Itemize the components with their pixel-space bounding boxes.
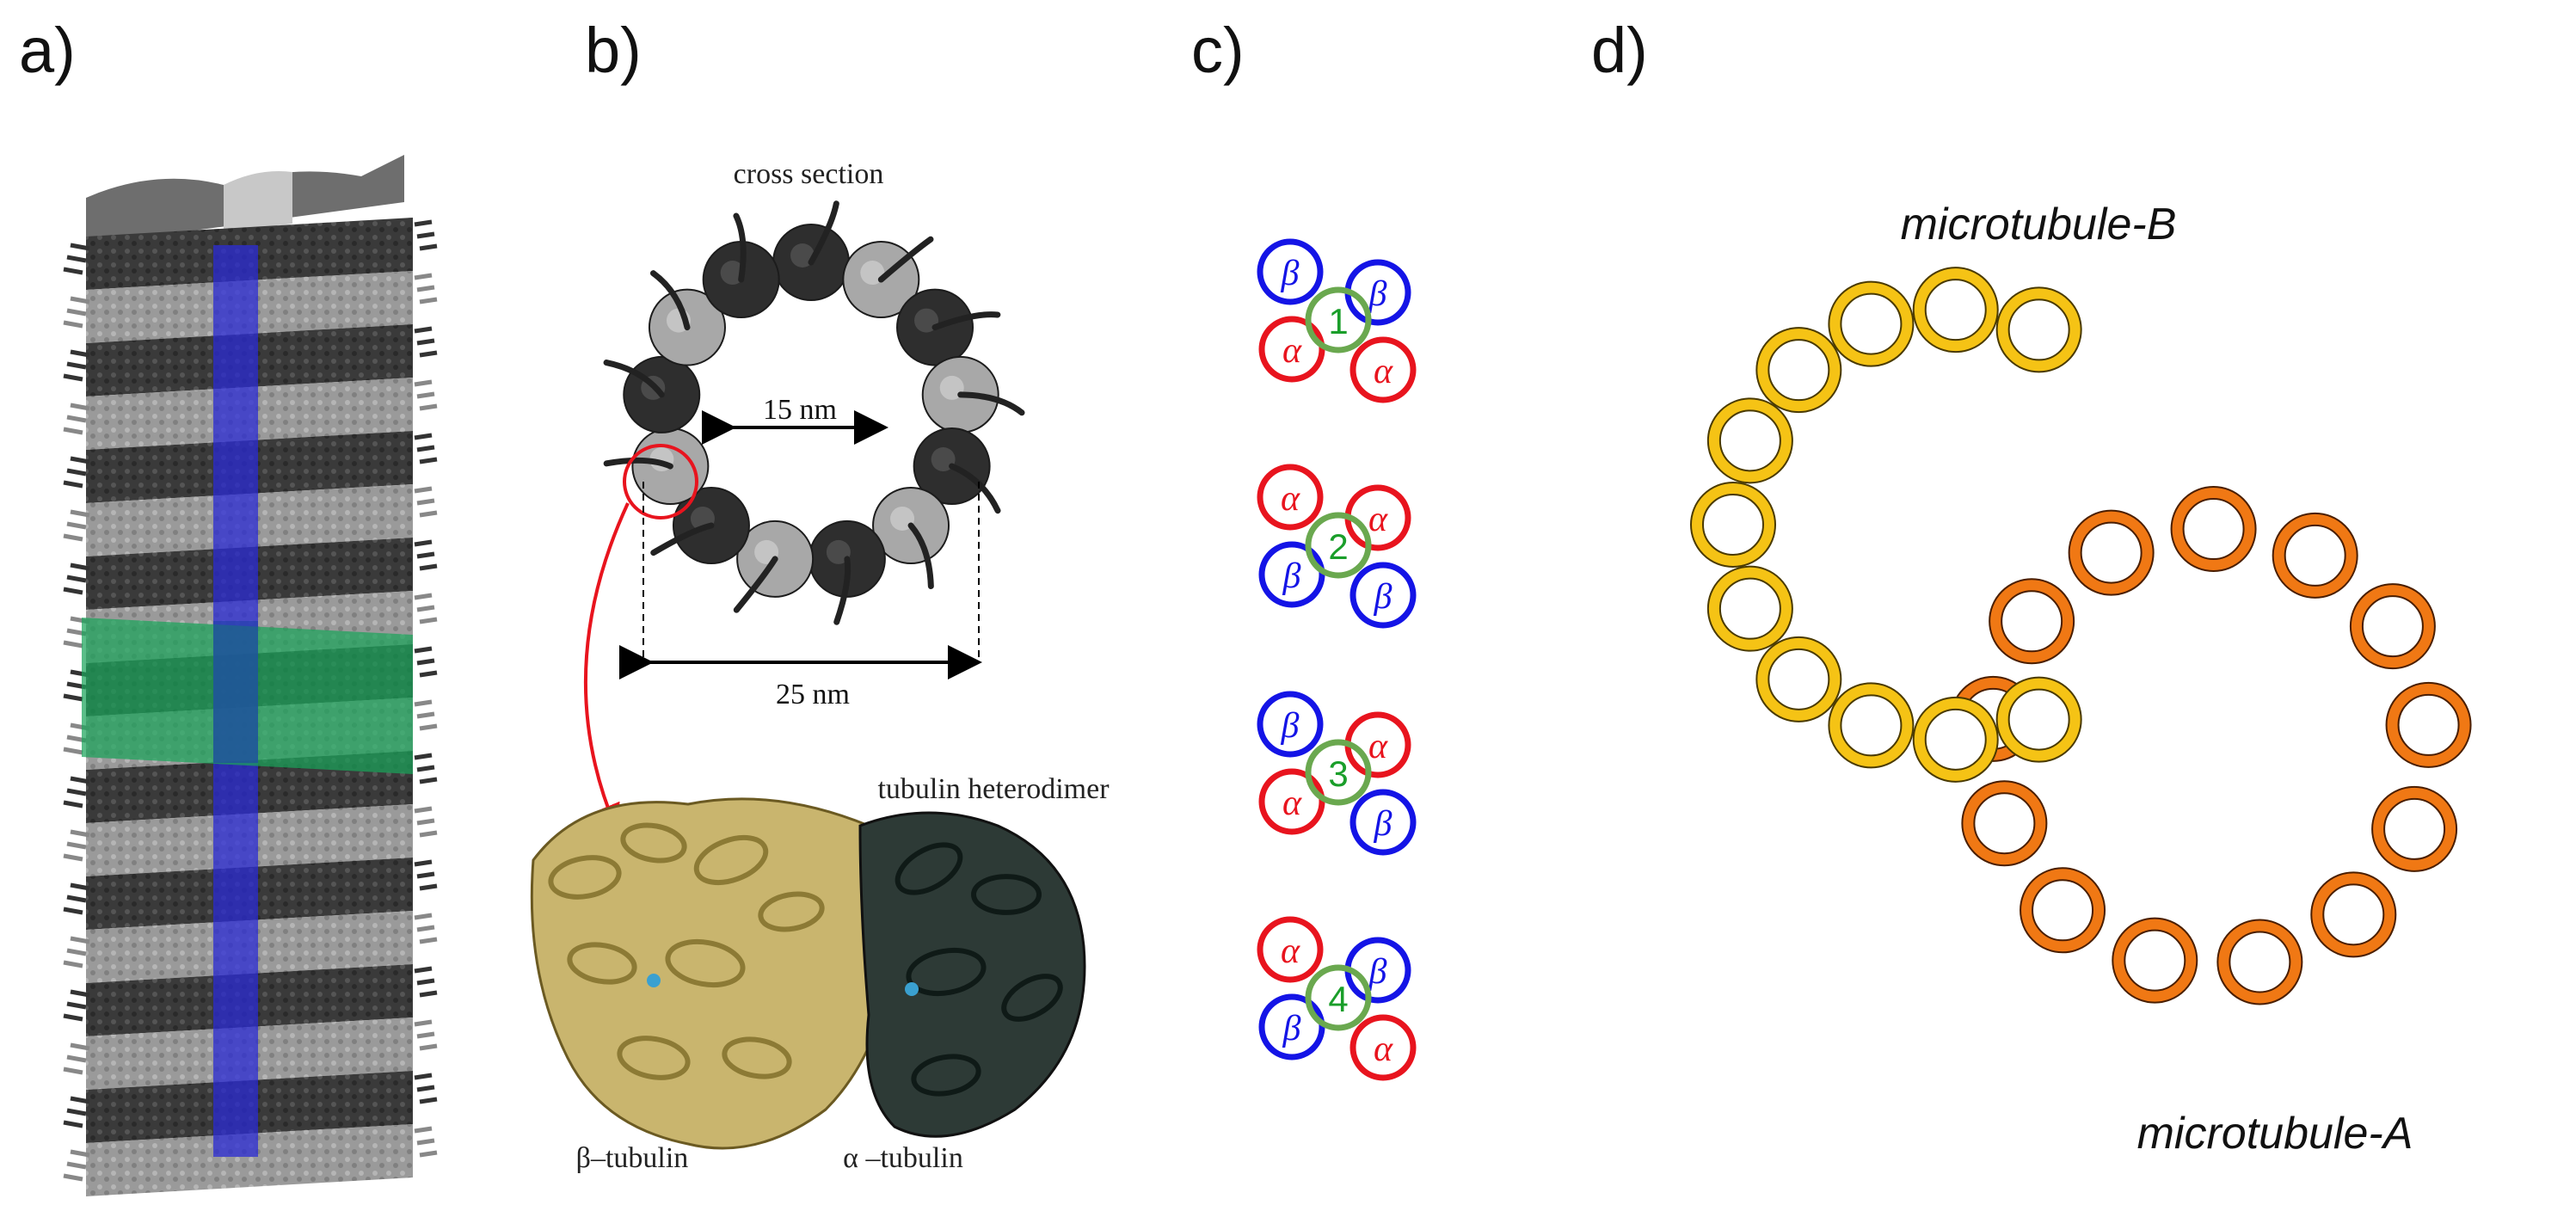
cross-section xyxy=(583,200,1025,833)
inner-diameter-label: 15 nm xyxy=(763,394,837,426)
alpha-monomer xyxy=(1258,316,1325,383)
alpha-symbol: α xyxy=(1281,479,1300,519)
configuration-number: 3 xyxy=(1328,753,1348,794)
beta-monomer xyxy=(1257,238,1324,305)
protofilament-a xyxy=(1989,579,2075,664)
panel-b-label: b) xyxy=(585,15,642,86)
beta-symbol: β xyxy=(1374,804,1393,844)
outer-diameter-label: 25 nm xyxy=(776,679,850,710)
microtubule-a-label: microtubule-A xyxy=(2137,1109,2413,1159)
alpha-tubulin-label: α –tubulin xyxy=(843,1142,963,1174)
tubulin-heterodimer xyxy=(530,797,1086,1150)
protofilament-b xyxy=(1707,566,1792,651)
beta-tubulin-label: β–tubulin xyxy=(576,1142,689,1174)
configuration-number: 1 xyxy=(1328,301,1348,341)
protofilament-a xyxy=(2372,786,2457,871)
heterodimer-title: tubulin heterodimer xyxy=(877,773,1110,805)
protofilament-a xyxy=(2217,919,2302,1005)
alpha-symbol: α xyxy=(1281,931,1300,971)
protofilament-b xyxy=(1756,328,1841,413)
doublet-microtubule xyxy=(1690,267,2472,1005)
microtubule-column xyxy=(63,155,438,1196)
protofilament-b xyxy=(1756,636,1841,722)
protofilament-b xyxy=(1996,287,2081,372)
panel-d-label: d) xyxy=(1591,15,1648,86)
protofilament-a xyxy=(2020,868,2106,953)
highlighted-monomer-circle xyxy=(623,444,698,520)
alpha-monomer xyxy=(1258,768,1325,835)
lattice-site-circle xyxy=(1305,739,1372,806)
lattice-site-circle xyxy=(1305,512,1372,579)
beta-monomer xyxy=(1349,562,1417,629)
configuration-number: 2 xyxy=(1328,526,1348,567)
alpha-symbol: α xyxy=(1282,784,1302,823)
protofilament-a xyxy=(2069,510,2154,595)
beta-symbol: β xyxy=(1374,577,1393,617)
beta-symbol: β xyxy=(1368,952,1387,992)
protofilament-a xyxy=(2112,918,2198,1003)
lattice-site-circle xyxy=(1305,286,1372,354)
alpha-monomer xyxy=(1349,336,1417,403)
panel-a-label: a) xyxy=(19,15,76,86)
zoom-arrow xyxy=(583,502,630,833)
lattice-site-circle xyxy=(1305,964,1372,1031)
beta-symbol: β xyxy=(1281,706,1300,746)
alpha-monomer xyxy=(1349,1014,1417,1081)
beta-monomer xyxy=(1258,993,1325,1061)
protofilament-b xyxy=(1913,697,1998,782)
configuration-number: 4 xyxy=(1328,979,1348,1019)
protofilament-b xyxy=(1996,677,2081,762)
beta-monomer xyxy=(1257,691,1324,758)
protofilament-a xyxy=(1962,781,2047,866)
alpha-symbol: α xyxy=(1374,352,1393,391)
alpha-symbol: α xyxy=(1282,331,1302,371)
protofilament-b xyxy=(1913,267,1998,353)
alpha-symbol: α xyxy=(1368,727,1388,766)
beta-monomer xyxy=(1258,541,1325,608)
protofilament-a xyxy=(2311,872,2396,957)
microtubule-b-ring xyxy=(1690,267,2082,783)
cross-section-title: cross section xyxy=(734,158,884,190)
alpha-symbol: α xyxy=(1368,500,1388,539)
protofilament-b xyxy=(1691,483,1775,567)
protofilament-a xyxy=(2171,487,2256,572)
protofilament-a xyxy=(2386,682,2471,767)
protofilament-b xyxy=(1829,683,1914,768)
alpha-monomer xyxy=(1257,916,1324,983)
protofilament-a xyxy=(2272,513,2358,598)
beta-symbol: β xyxy=(1368,274,1387,314)
beta-tubulin-ribbon xyxy=(530,797,901,1150)
alpha-symbol: α xyxy=(1374,1030,1393,1069)
microtubule-b-label: microtubule-B xyxy=(1901,200,2177,249)
panel-c-label: c) xyxy=(1191,15,1245,86)
beta-symbol: β xyxy=(1282,1009,1301,1048)
alpha-monomer xyxy=(1257,464,1324,531)
beta-symbol: β xyxy=(1282,556,1301,596)
beta-monomer xyxy=(1349,789,1417,856)
beta-symbol: β xyxy=(1281,254,1300,293)
protofilament-a xyxy=(2350,584,2435,669)
protofilament-b xyxy=(1707,398,1792,483)
protofilament-b xyxy=(1829,281,1914,366)
